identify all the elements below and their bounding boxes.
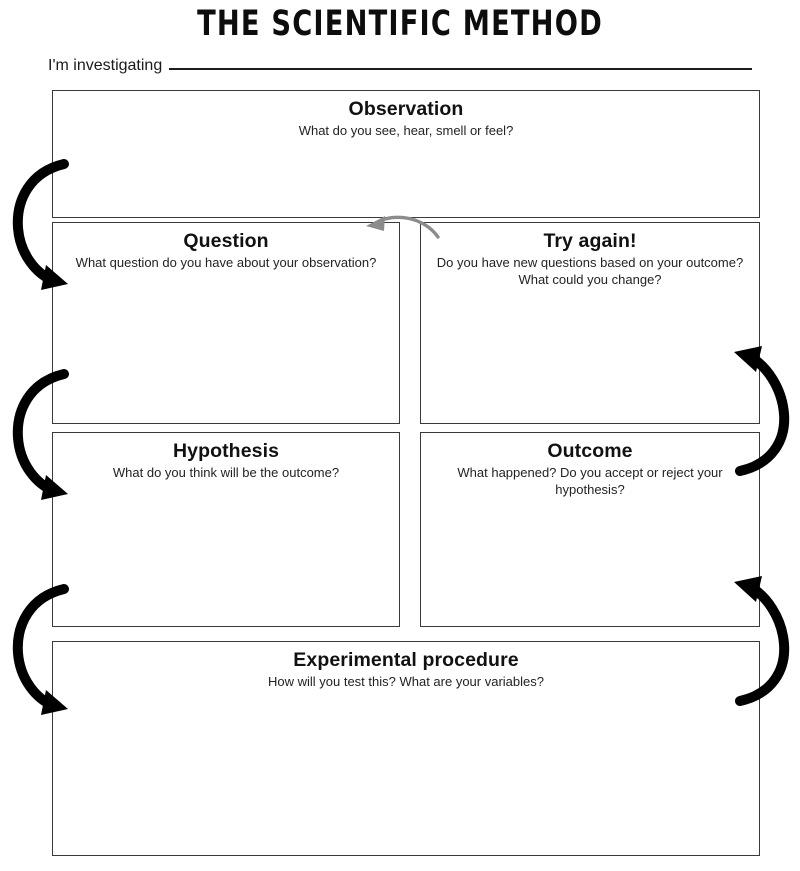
try-again-prompt: Do you have new questions based on your …	[436, 255, 744, 287]
procedure-box[interactable]: Experimental procedure How will you test…	[52, 641, 760, 856]
outcome-box[interactable]: Outcome What happened? Do you accept or …	[420, 432, 760, 627]
hypothesis-prompt: What do you think will be the outcome?	[112, 465, 340, 480]
investigating-line: I'm investigating	[48, 55, 752, 76]
hypothesis-heading: Hypothesis	[172, 440, 280, 462]
procedure-prompt: How will you test this? What are your va…	[267, 674, 544, 689]
try-again-heading: Try again!	[543, 230, 637, 252]
investigating-label: I'm investigating	[48, 57, 163, 74]
try-again-box[interactable]: Try again! Do you have new questions bas…	[420, 222, 760, 424]
observation-box[interactable]: Observation What do you see, hear, smell…	[52, 90, 760, 218]
hypothesis-box[interactable]: Hypothesis What do you think will be the…	[52, 432, 400, 627]
observation-prompt: What do you see, hear, smell or feel?	[298, 123, 514, 138]
question-prompt: What question do you have about your obs…	[75, 255, 377, 270]
page-title: THE SCIENTIFIC METHOD	[197, 4, 603, 44]
procedure-heading: Experimental procedure	[293, 649, 519, 671]
investigating-input[interactable]	[169, 55, 752, 70]
question-heading: Question	[183, 230, 269, 252]
outcome-prompt: What happened? Do you accept or reject y…	[457, 465, 723, 497]
outcome-heading: Outcome	[547, 440, 633, 462]
question-box[interactable]: Question What question do you have about…	[52, 222, 400, 424]
observation-heading: Observation	[348, 98, 464, 120]
